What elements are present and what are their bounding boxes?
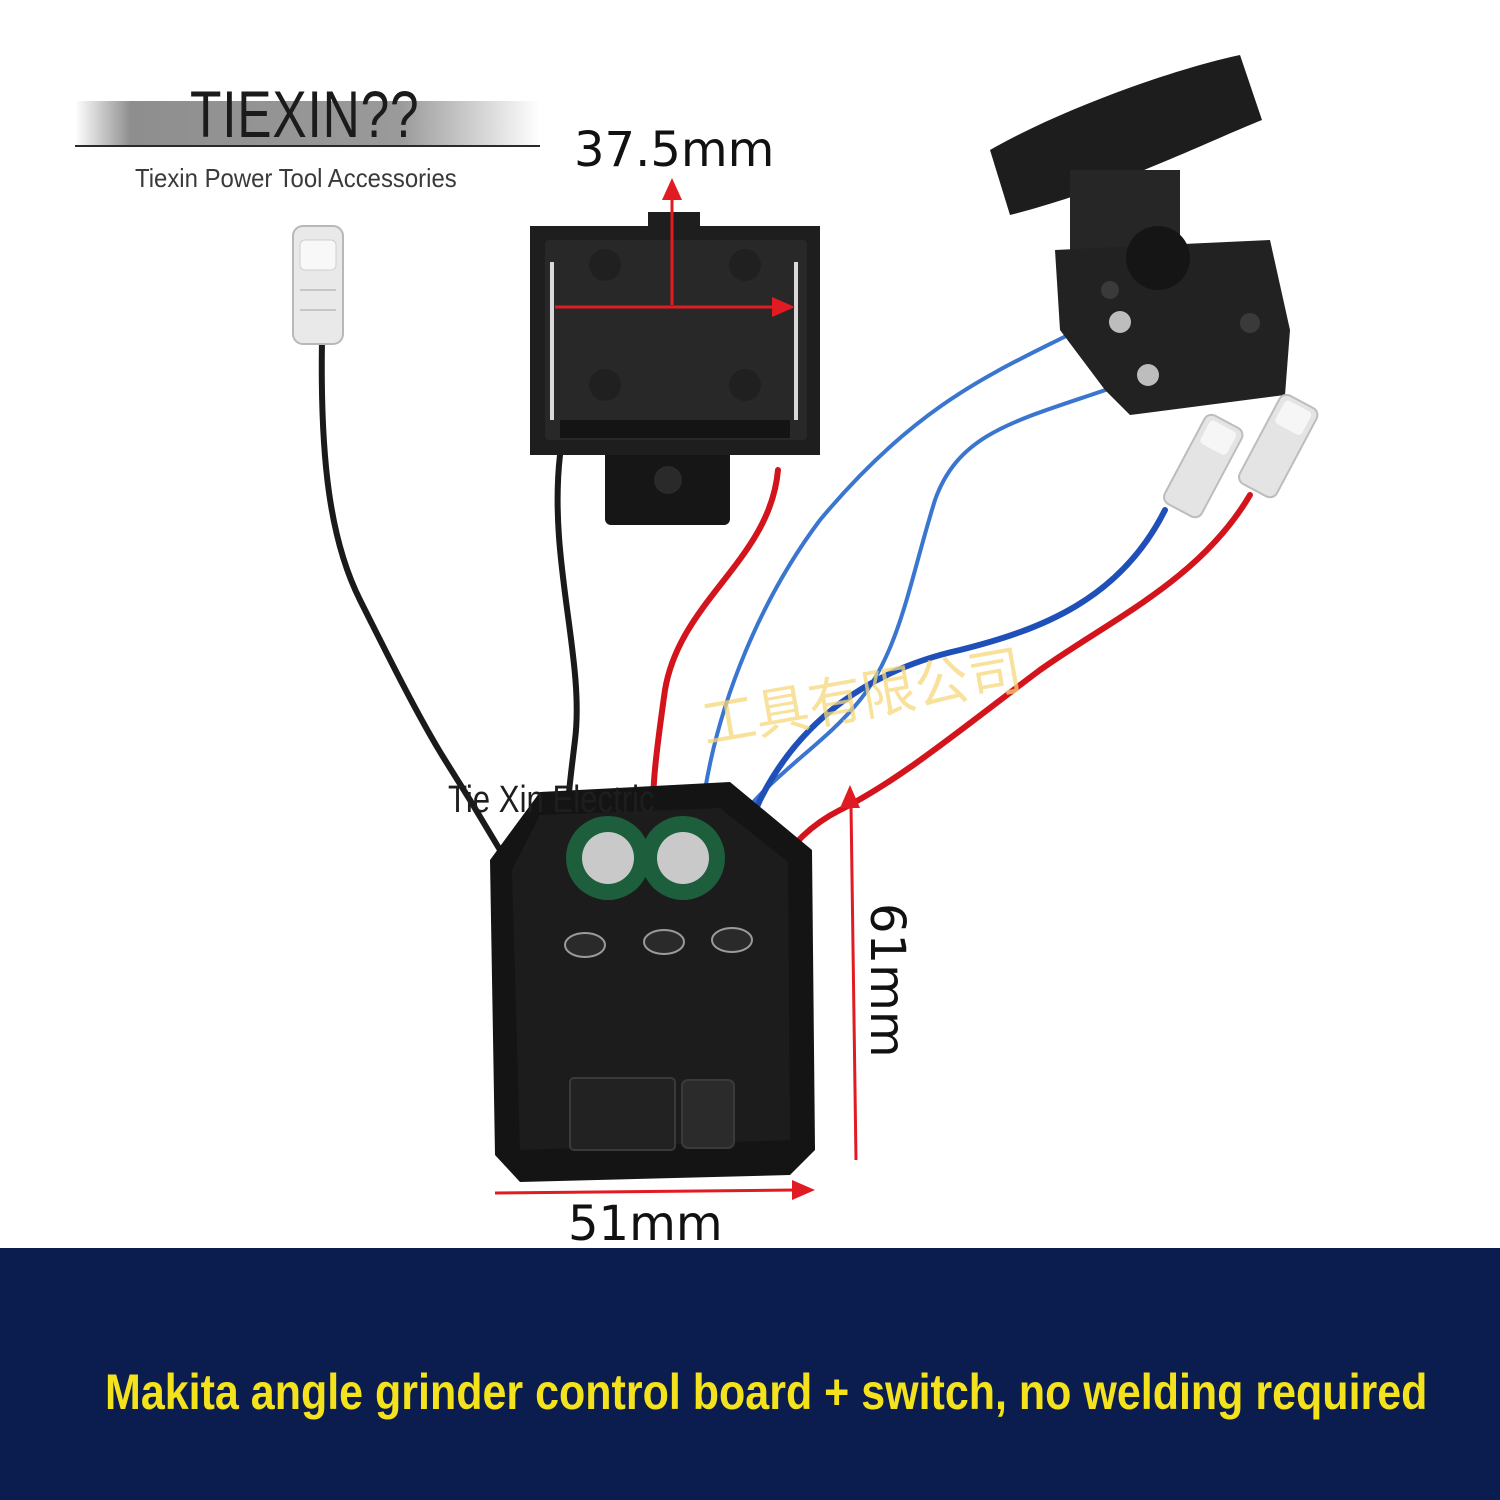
blue-wire-switch-2 [723,383,1122,842]
dimension-arrows [494,178,860,1200]
product-photo [292,55,1319,1200]
control-board [490,782,815,1182]
dimension-label-right: 61mm [859,903,915,1058]
quick-connectors [1163,393,1319,519]
brand-tagline: Tiexin Power Tool Accessories [135,163,457,193]
brand-watermark: Tie Xin Electric [448,779,655,821]
product-caption: Makita angle grinder control board + swi… [105,1364,1428,1420]
dimension-label-bottom: 51mm [568,1196,723,1252]
battery-connector [530,212,820,525]
logo-bar [75,101,540,147]
white-terminal-left [292,225,344,345]
logo-underline [75,145,540,147]
trigger-switch [990,55,1290,415]
black-wire-left [318,337,578,948]
caption-band [0,1248,1500,1500]
dimension-label-top: 37.5mm [574,122,775,178]
blue-wire-switch-1 [698,328,1080,832]
brand-logo-text: TIEXIN?? [190,77,420,151]
